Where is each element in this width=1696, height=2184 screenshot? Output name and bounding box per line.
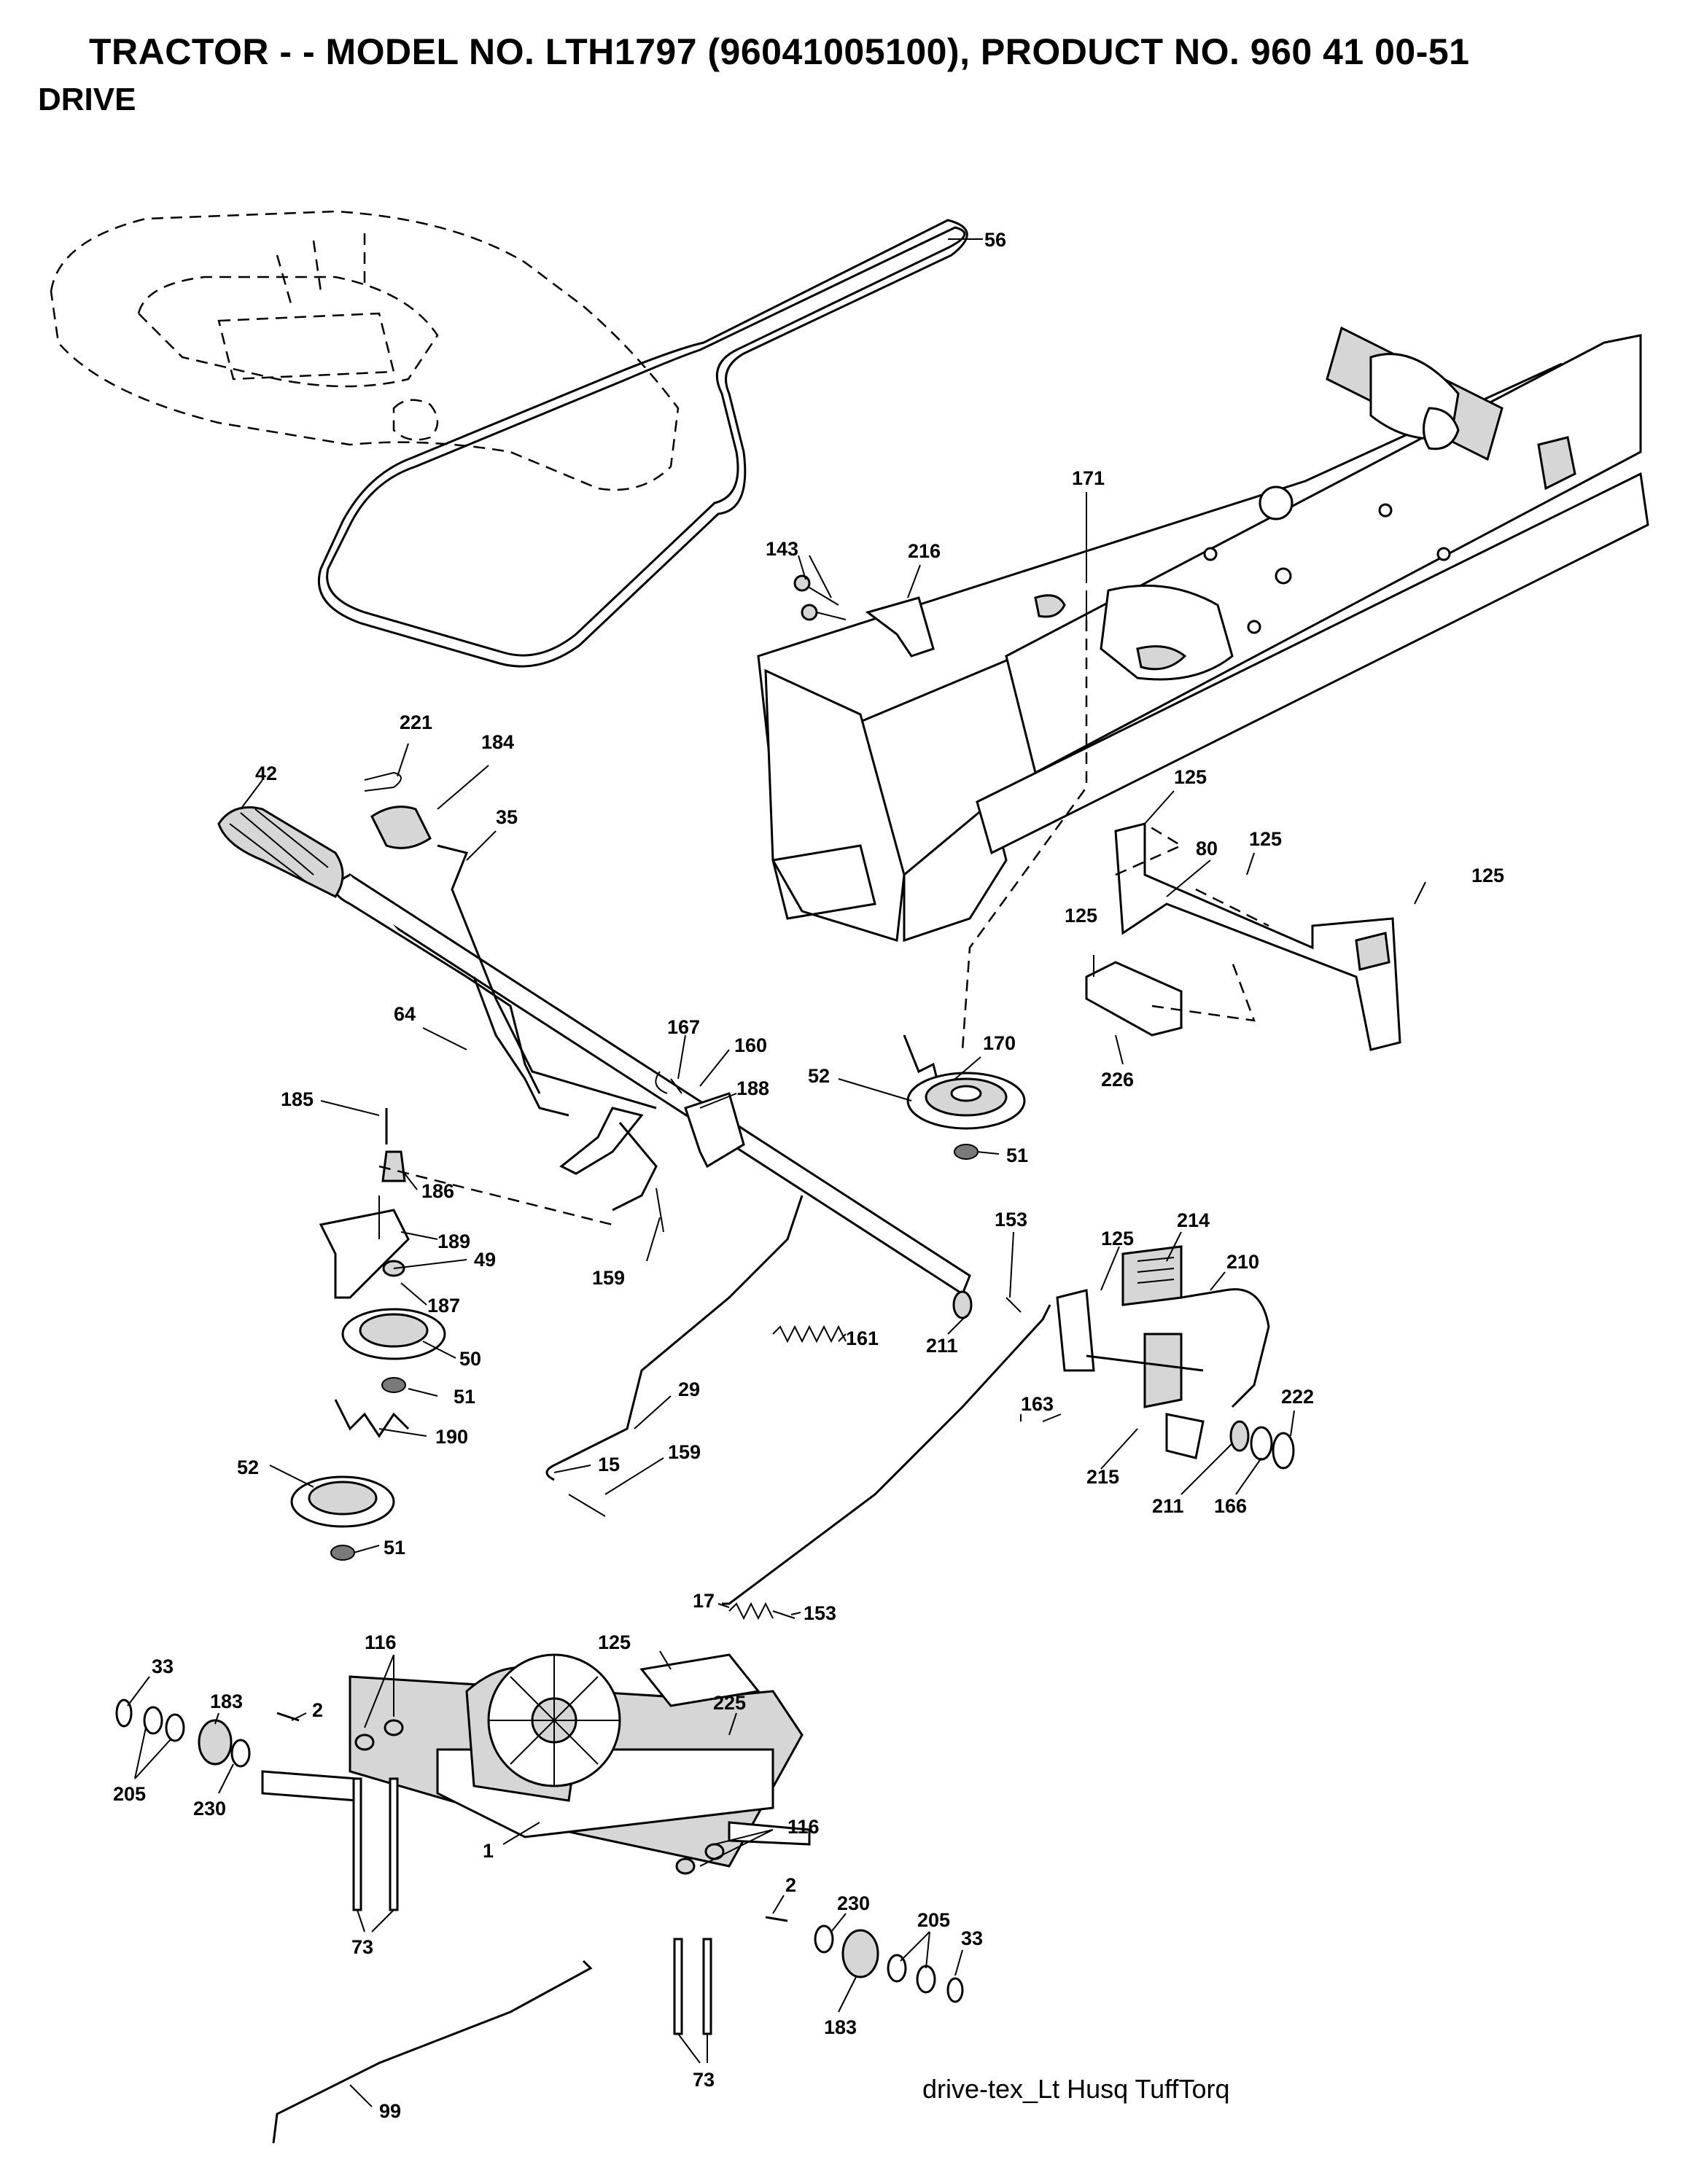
callout-167: 167	[667, 1016, 700, 1038]
spring-17	[728, 1602, 774, 1621]
bracket-80	[1085, 822, 1401, 1051]
callout-29: 29	[678, 1378, 700, 1400]
section-title: DRIVE	[38, 82, 136, 117]
callout-33: 33	[152, 1655, 174, 1677]
callout-166: 166	[1214, 1495, 1247, 1517]
callout-125: 125	[598, 1631, 631, 1653]
callout-214: 214	[1177, 1209, 1210, 1231]
washers-right	[952, 1290, 1295, 1470]
callout-222: 222	[1281, 1386, 1314, 1408]
callout-171: 171	[1072, 467, 1105, 489]
callout-159: 159	[668, 1441, 701, 1463]
callout-190: 190	[435, 1426, 468, 1448]
callout-35: 35	[496, 806, 518, 828]
callout-116: 116	[365, 1631, 397, 1653]
callout-2: 2	[785, 1874, 796, 1896]
spring-161	[772, 1325, 847, 1343]
callout-216: 216	[908, 540, 941, 562]
tractor-frame	[757, 326, 1649, 943]
callout-230: 230	[193, 1798, 226, 1820]
rod-35	[437, 844, 657, 1109]
drive-belt	[317, 219, 968, 668]
bracket-188	[559, 1071, 745, 1212]
callout-73: 73	[351, 1936, 373, 1958]
callout-33: 33	[961, 1927, 983, 1949]
callout-225: 225	[713, 1692, 746, 1714]
leader-lines	[127, 238, 1426, 2107]
callout-185: 185	[281, 1088, 314, 1110]
callout-159: 159	[592, 1267, 625, 1289]
callout-1: 1	[483, 1840, 494, 1862]
callout-125: 125	[1249, 828, 1282, 850]
callout-188: 188	[736, 1077, 769, 1099]
callout-17: 17	[693, 1590, 715, 1612]
pins	[568, 1187, 1022, 1619]
callout-56: 56	[984, 229, 1006, 251]
callout-226: 226	[1101, 1069, 1134, 1091]
callout-153: 153	[804, 1602, 836, 1624]
idler-pulley-right	[903, 1034, 1026, 1160]
callout-15: 15	[598, 1454, 620, 1475]
callout-42: 42	[255, 763, 277, 784]
callout-189: 189	[437, 1231, 470, 1252]
callout-125: 125	[1101, 1228, 1134, 1249]
callout-215: 215	[1086, 1466, 1119, 1488]
callout-161: 161	[846, 1327, 879, 1349]
callout-80: 80	[1196, 838, 1218, 859]
axle-parts-right	[765, 1916, 964, 2003]
callout-186: 186	[421, 1180, 454, 1202]
mower-deck-outline	[50, 210, 680, 491]
callout-205: 205	[917, 1909, 950, 1931]
callout-153: 153	[995, 1209, 1027, 1231]
callout-163: 163	[1021, 1393, 1054, 1415]
rod-163	[722, 1304, 1051, 1605]
grip-42	[217, 806, 344, 898]
callout-labels: 56 171 143 216 221 184 42 35 125 80 125 …	[113, 229, 1504, 2122]
callout-51: 51	[454, 1386, 475, 1408]
callout-52: 52	[808, 1065, 830, 1087]
knob-184	[364, 771, 432, 849]
figure-caption: drive-tex_Lt Husq TuffTorq	[922, 2074, 1230, 2104]
callout-50: 50	[459, 1348, 481, 1370]
callout-52: 52	[237, 1456, 259, 1478]
callout-230: 230	[837, 1892, 870, 1914]
callout-51: 51	[384, 1537, 405, 1559]
callout-183: 183	[210, 1690, 243, 1712]
callout-221: 221	[400, 711, 432, 733]
callout-73: 73	[693, 2069, 715, 2091]
callout-116: 116	[787, 1816, 820, 1838]
callout-205: 205	[113, 1783, 146, 1805]
rod-99	[272, 1959, 593, 2144]
bolts-73	[352, 1719, 725, 2035]
callout-125: 125	[1065, 905, 1097, 927]
callout-170: 170	[983, 1032, 1016, 1054]
rod-29	[545, 1195, 804, 1481]
callout-2: 2	[312, 1699, 323, 1721]
callout-187: 187	[427, 1295, 460, 1317]
callout-211: 211	[926, 1335, 958, 1357]
callout-160: 160	[734, 1034, 767, 1056]
idler-assembly-left	[290, 1108, 446, 1561]
callout-49: 49	[474, 1249, 496, 1271]
callout-99: 99	[379, 2100, 401, 2122]
callout-210: 210	[1226, 1251, 1259, 1273]
callout-64: 64	[394, 1003, 416, 1025]
callout-125: 125	[1471, 865, 1504, 886]
axle-parts-left	[115, 1699, 300, 1768]
callout-51: 51	[1006, 1144, 1028, 1166]
callout-211: 211	[1152, 1495, 1184, 1517]
callout-183: 183	[824, 2016, 857, 2038]
callout-125: 125	[1174, 766, 1207, 788]
callout-184: 184	[481, 731, 514, 753]
transaxle-1	[261, 1653, 811, 1868]
page-title: TRACTOR - - MODEL NO. LTH1797 (960410051…	[89, 31, 1470, 72]
callout-143: 143	[766, 538, 798, 560]
drive-shaft-64	[334, 873, 971, 1296]
